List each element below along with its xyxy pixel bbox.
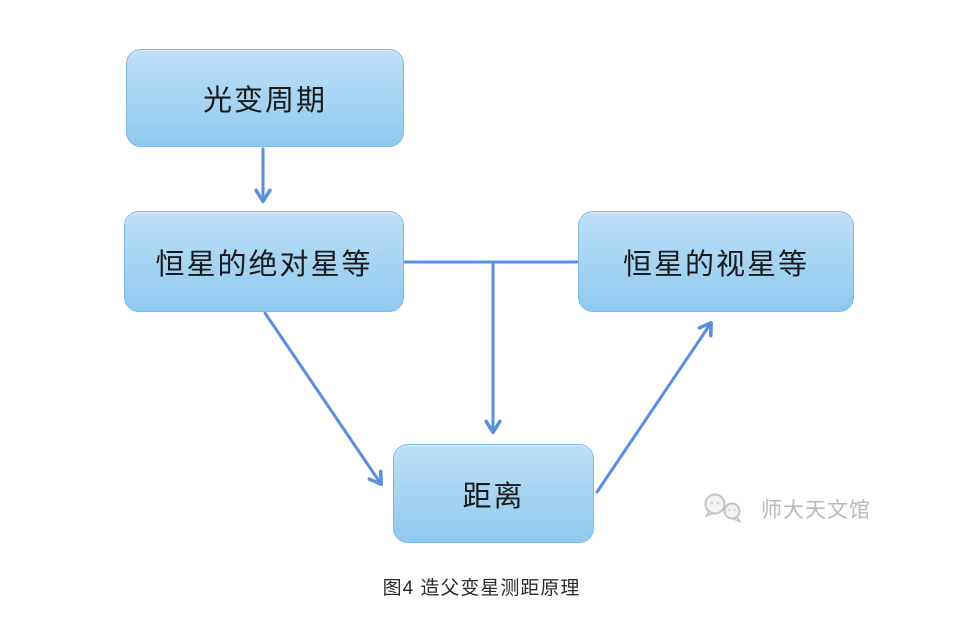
figure-caption: 图4 造父变星测距原理 <box>382 578 581 599</box>
speech-bubbles-icon <box>704 493 742 524</box>
node-label: 恒星的视星等 <box>622 248 809 281</box>
node-label: 恒星的绝对星等 <box>155 248 373 281</box>
node-label: 距离 <box>462 480 525 513</box>
watermark: 师大天文馆 <box>700 492 871 526</box>
node-light-variation-period: 光变周期 <box>126 49 404 147</box>
node-distance: 距离 <box>393 444 594 543</box>
node-label: 光变周期 <box>202 85 327 117</box>
edge-absolute-to-distance <box>263 311 383 487</box>
node-apparent-magnitude: 恒星的视星等 <box>578 211 854 312</box>
watermark-text: 师大天文馆 <box>761 499 871 522</box>
edge-distance-to-apparent <box>595 320 713 494</box>
node-absolute-magnitude: 恒星的绝对星等 <box>124 211 404 312</box>
